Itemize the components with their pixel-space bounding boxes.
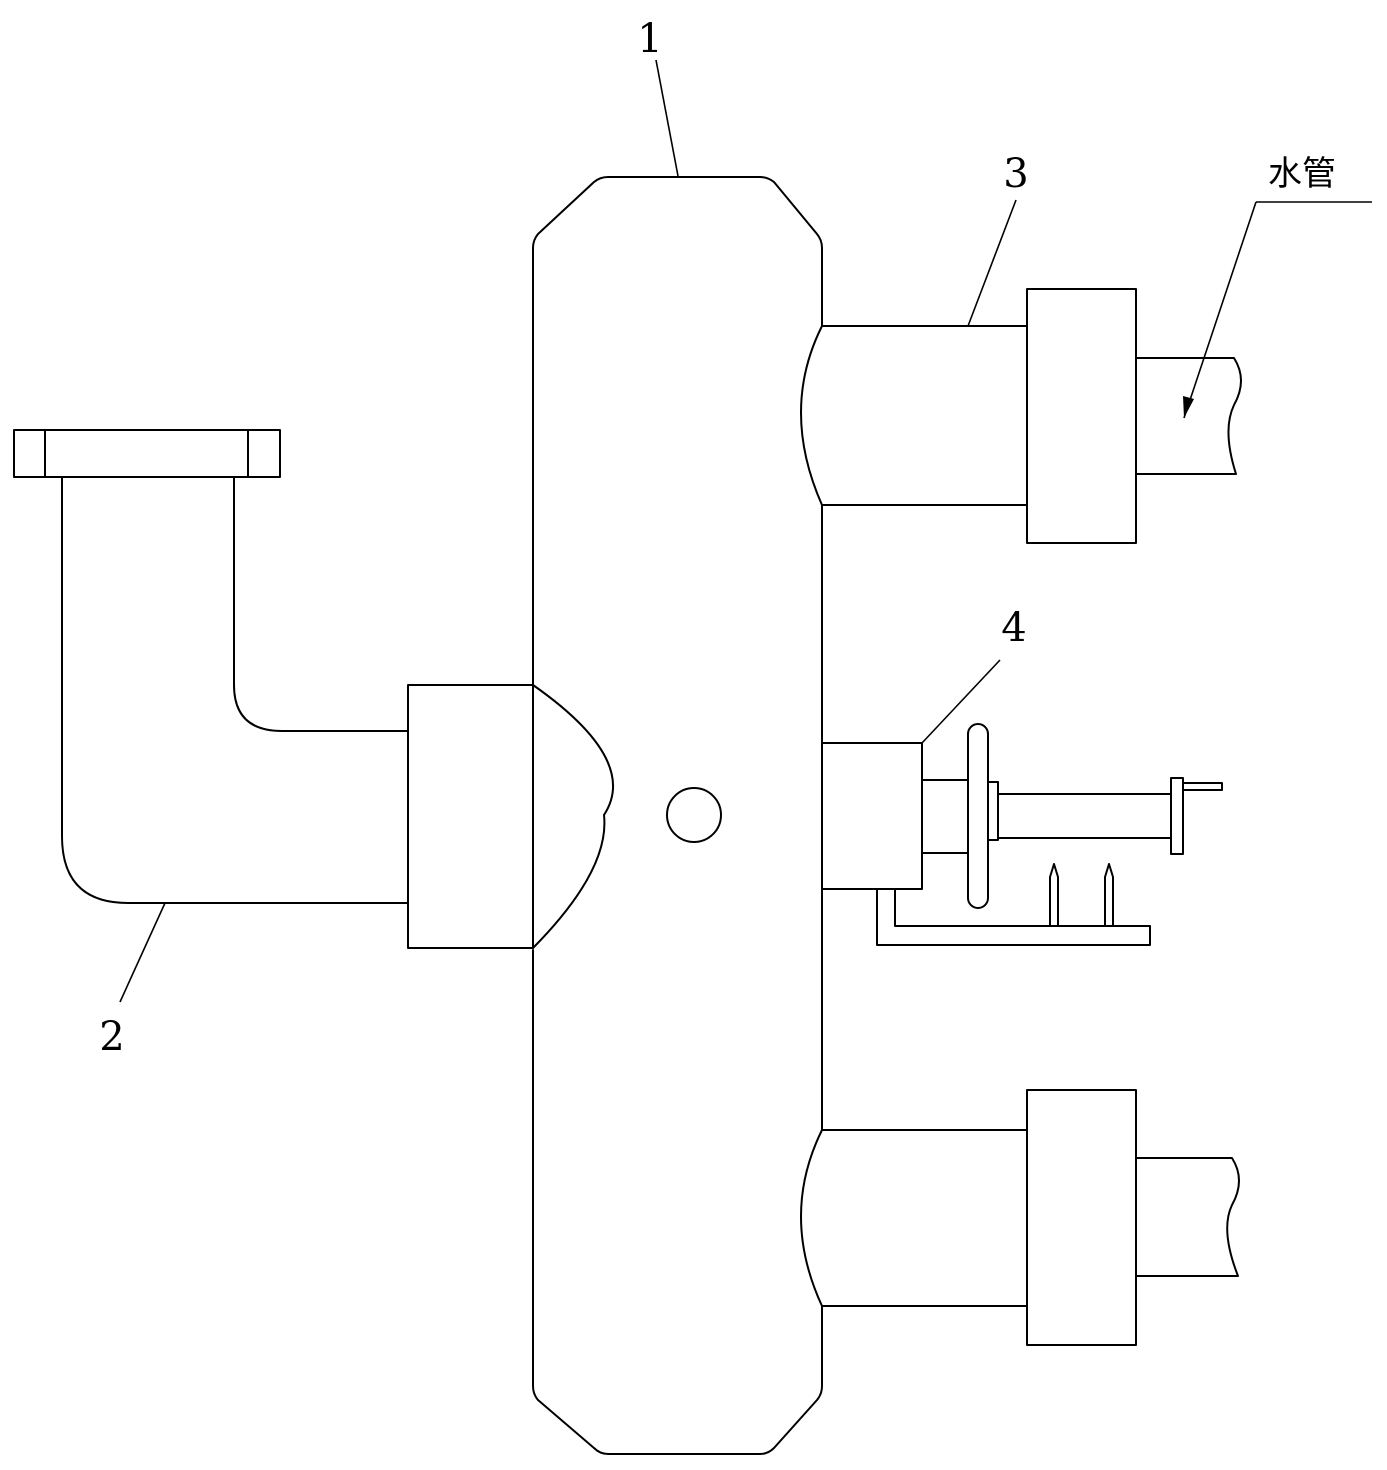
label-2: 2 (99, 1014, 124, 1060)
handwheel (967, 723, 989, 909)
left-connector (407, 684, 614, 949)
leader-1 (655, 59, 679, 177)
lower-flange (1026, 1089, 1137, 1346)
leader-4 (921, 659, 1001, 744)
valve-assembly (821, 723, 1223, 946)
label-1: 1 (637, 16, 662, 62)
upper-pipe (800, 288, 1242, 544)
elbow-flange (13, 429, 281, 478)
arrow-head-icon (1183, 396, 1194, 418)
water-pipe-leader (1183, 201, 1257, 419)
elbow-pipe (13, 429, 409, 904)
leader-2 (119, 902, 166, 1003)
leader-lines (119, 59, 1372, 1003)
lower-pipe (800, 1089, 1240, 1346)
main-body (532, 176, 823, 1455)
leader-3 (967, 199, 1017, 327)
valve-shaft (997, 793, 1172, 839)
label-3: 3 (1003, 151, 1028, 197)
upper-flange (1026, 288, 1137, 544)
center-hole (666, 787, 722, 843)
label-4: 4 (1001, 605, 1026, 651)
valve-body (821, 742, 923, 890)
label-water-pipe: 水管 (1268, 154, 1336, 194)
